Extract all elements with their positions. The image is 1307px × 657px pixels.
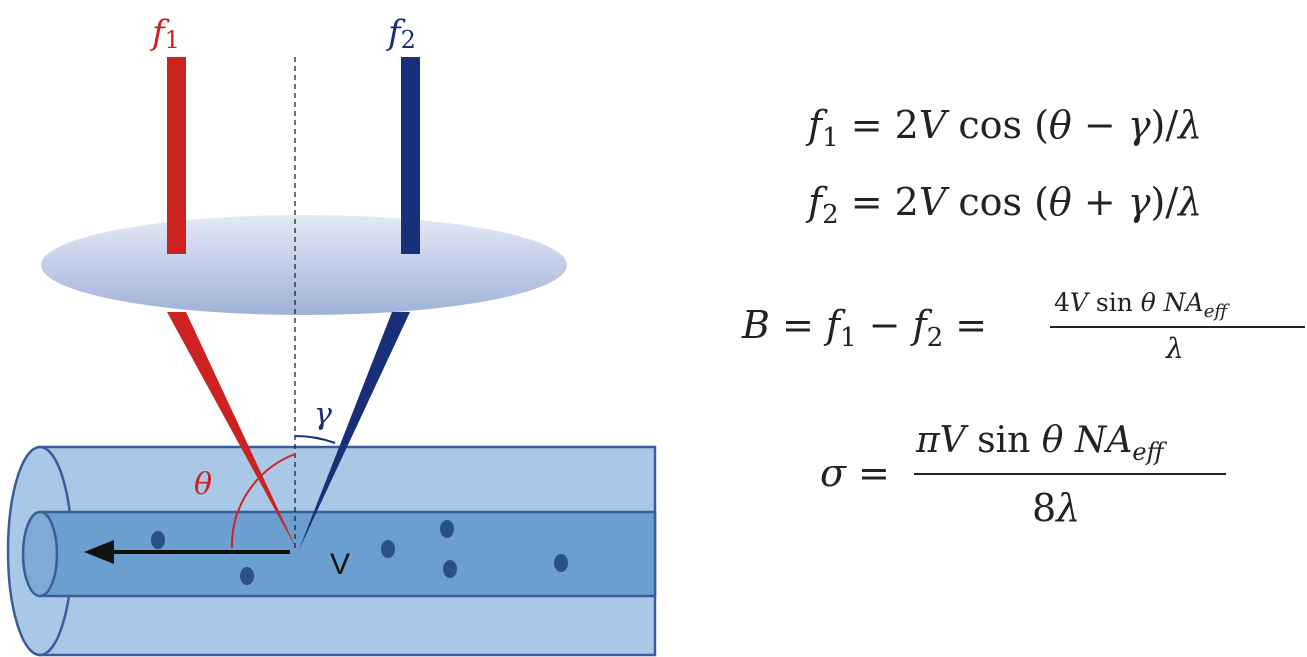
beam-1-label: f1: [149, 13, 180, 54]
beam-2-label: f2: [385, 13, 416, 54]
equation-sigma-lhs: σ =: [820, 451, 890, 495]
equation-b-denominator: λ: [1165, 332, 1184, 365]
equation-b-numerator: 4V sin θ NAeff: [1054, 288, 1230, 322]
particle: [240, 567, 254, 585]
particle: [440, 520, 454, 538]
theta-arc: [230, 453, 296, 549]
beam-2-incoming: [401, 57, 420, 254]
equations: f1 = 2V cos (θ − γ)/λ f2 = 2V cos (θ + γ…: [741, 103, 1305, 530]
beam-2-focused: [298, 312, 410, 552]
velocity-arrowhead: [84, 540, 114, 564]
gamma-label: γ: [314, 397, 332, 432]
gamma-arc: [294, 434, 336, 444]
lens: [41, 215, 567, 315]
equation-f1: f1 = 2V cos (θ − γ)/λ: [805, 103, 1202, 153]
particle: [151, 531, 165, 549]
equation-sigma-numerator: πV sin θ NAeff: [915, 420, 1168, 466]
equation-b-lhs: B = f1 − f2 =: [741, 303, 987, 353]
particle: [381, 540, 395, 558]
vessel-inner-end: [21, 510, 59, 598]
equation-sigma-denominator: 8λ: [1032, 486, 1080, 530]
equation-f2: f2 = 2V cos (θ + γ)/λ: [805, 180, 1202, 230]
theta-label: θ: [194, 467, 212, 502]
beam-1-focused: [167, 312, 298, 552]
particle: [443, 560, 457, 578]
particle: [554, 554, 568, 572]
velocity-label: V: [330, 548, 350, 581]
beam-1-incoming: [167, 57, 186, 254]
